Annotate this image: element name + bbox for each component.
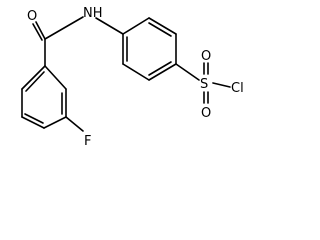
ring2-bond-1 xyxy=(122,17,150,35)
carbonyl-bond-1 xyxy=(35,21,46,40)
ring1-inner-bond-3 xyxy=(25,71,45,92)
amine-ring-bond xyxy=(95,17,124,35)
atom-labels: O NH S O O Cl F xyxy=(27,6,244,149)
ring1-bond-4 xyxy=(21,116,45,129)
molecule-diagram: O NH S O O Cl F xyxy=(21,6,244,149)
amide-bond xyxy=(44,16,84,40)
chlorine-label: Cl xyxy=(231,81,244,96)
fluorine-label: F xyxy=(84,134,91,149)
amide-nh-label: NH xyxy=(83,6,103,21)
ring2-inner-bond-1 xyxy=(148,22,172,37)
ring1-bond-6 xyxy=(21,65,46,90)
carbonyl-oxygen-label: O xyxy=(27,9,37,24)
sulfonyl-oxygen-top-label: O xyxy=(201,49,211,64)
ring2-bond-5 xyxy=(122,63,150,81)
sulfur-label: S xyxy=(200,77,208,92)
fluorine-bond xyxy=(65,116,84,132)
bonds xyxy=(21,16,231,132)
sulfur-ring-bond xyxy=(175,63,200,81)
ring1-bond-1 xyxy=(44,65,67,90)
chlorine-bond xyxy=(212,82,231,88)
ring2-bond-2 xyxy=(148,17,177,35)
carbonyl-bond-2 xyxy=(32,23,43,41)
ring1-inner-bond-2 xyxy=(24,113,44,124)
sulfonyl-oxygen-bottom-label: O xyxy=(201,106,211,121)
ring2-inner-bond-2 xyxy=(148,61,172,76)
ring2-bond-4 xyxy=(148,63,177,81)
ring1-bond-3 xyxy=(43,116,67,129)
